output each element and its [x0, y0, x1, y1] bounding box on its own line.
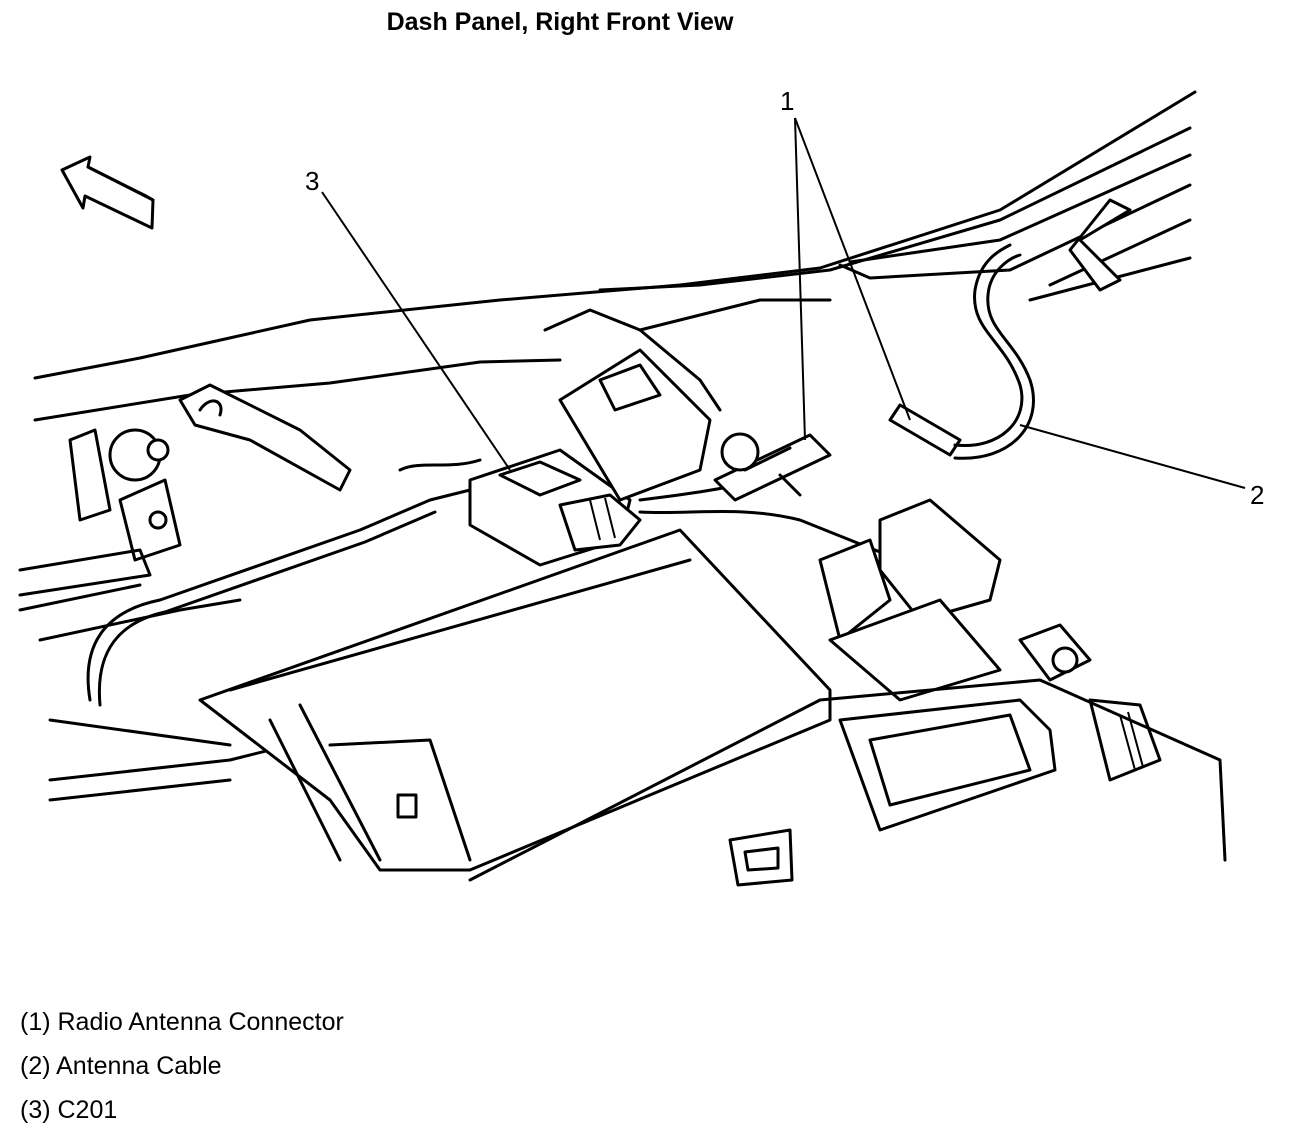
upper-dash-outline [33, 90, 1197, 422]
legend-item: (3) C201 [20, 1096, 118, 1124]
callout-3: 3 [305, 166, 320, 196]
leader-line-2 [1019, 424, 1246, 489]
leader-line-3 [321, 191, 511, 471]
antenna-cable [888, 243, 1035, 460]
left-rails [18, 548, 332, 802]
leader-line-1b [794, 117, 911, 421]
leader-line-1a [794, 117, 806, 441]
callout-2: 2 [1250, 480, 1265, 510]
right-side-panels [468, 198, 1227, 887]
callout-1: 1 [780, 86, 795, 116]
wiring-harness [86, 458, 902, 707]
leader-lines [321, 117, 1246, 489]
radio-antenna-connector [713, 432, 832, 502]
glove-box-module [198, 528, 832, 872]
legend-item: (1) Radio Antenna Connector [20, 1008, 344, 1036]
page-title: Dash Panel, Right Front View [386, 8, 734, 36]
left-bracket [68, 383, 352, 562]
c201-connector [468, 448, 642, 567]
dash-panel-illustration [18, 90, 1246, 887]
forward-direction-arrow-icon [60, 155, 155, 230]
legend: (1) Radio Antenna Connector (2) Antenna … [20, 1000, 344, 1132]
legend-item: (2) Antenna Cable [20, 1052, 222, 1080]
